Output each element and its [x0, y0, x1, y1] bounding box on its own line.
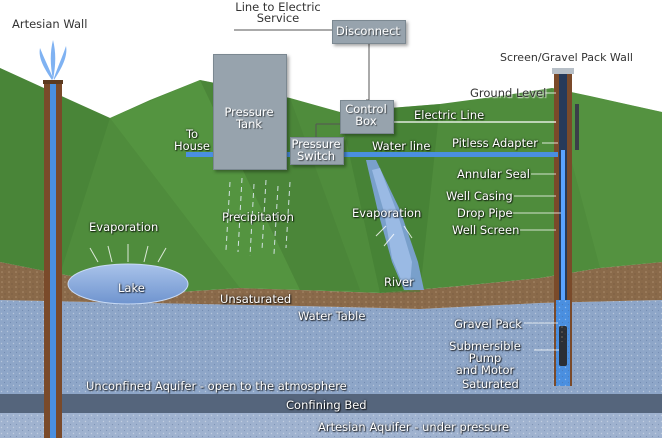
to-house-label: To House [173, 127, 211, 153]
artesian-well-title: Artesian Wall [12, 17, 88, 31]
lake-label: Lake [118, 281, 145, 295]
pressure-switch-label: Pressure Switch [291, 137, 341, 163]
gravel-pack-label: Gravel Pack [454, 317, 522, 331]
confining-bed-layer [0, 394, 662, 413]
artesian-well [43, 80, 63, 438]
evaporation-left-arrows [89, 244, 167, 263]
drop-pipe-label: Drop Pipe [457, 206, 513, 220]
pitless-adapter-label: Pitless Adapter [452, 136, 538, 150]
pressure-tank [213, 54, 287, 170]
control-box [340, 100, 394, 134]
unsaturated-label: Unsaturated [220, 292, 292, 306]
artesian-fountain-icon [39, 40, 67, 80]
evaporation-right-arrows [375, 225, 413, 247]
evaporation-right-label: Evaporation [352, 206, 422, 220]
water-line-label: Water line [372, 139, 431, 153]
control-box-label: Control Box [345, 102, 387, 128]
annular-seal-label: Annular Seal [457, 167, 530, 181]
saturated-label: Saturated [462, 377, 519, 391]
callout-leaders [506, 92, 561, 351]
artesian-aquifer-label: Artesian Aquifer - under pressure [318, 420, 510, 434]
well-screen-label: Well Screen [452, 223, 520, 237]
well-casing-label: Well Casing [446, 189, 513, 203]
screen-gravel-pack-well-title: Screen/Gravel Pack Wall [500, 51, 633, 64]
ground-level-label: Ground Level [470, 86, 547, 100]
screen-gravel-pack-well [552, 68, 579, 386]
lake [67, 263, 189, 305]
electric-service-line [234, 29, 370, 140]
river-label: River [384, 275, 414, 289]
electric-line-label: Electric Line [414, 108, 485, 122]
line-to-electric-service-label: Line to Electric Service [235, 0, 321, 25]
precipitation-lines [225, 177, 291, 257]
confining-bed-label: Confining Bed [286, 398, 367, 412]
pressure-tank-label: Pressure Tank [224, 105, 274, 131]
disconnect-box [332, 20, 406, 44]
submersible-pump-label: Submersible Pump and Motor [449, 339, 521, 377]
pressure-switch [290, 137, 344, 165]
disconnect-label: Disconnect [336, 24, 400, 38]
water-table-label: Water Table [298, 309, 366, 323]
evaporation-left-label: Evaporation [89, 220, 159, 234]
precipitation-label: Precipitation [222, 210, 294, 224]
unconfined-aquifer-label: Unconfined Aquifer - open to the atmosph… [86, 379, 347, 393]
water-line-pipe [186, 152, 558, 157]
